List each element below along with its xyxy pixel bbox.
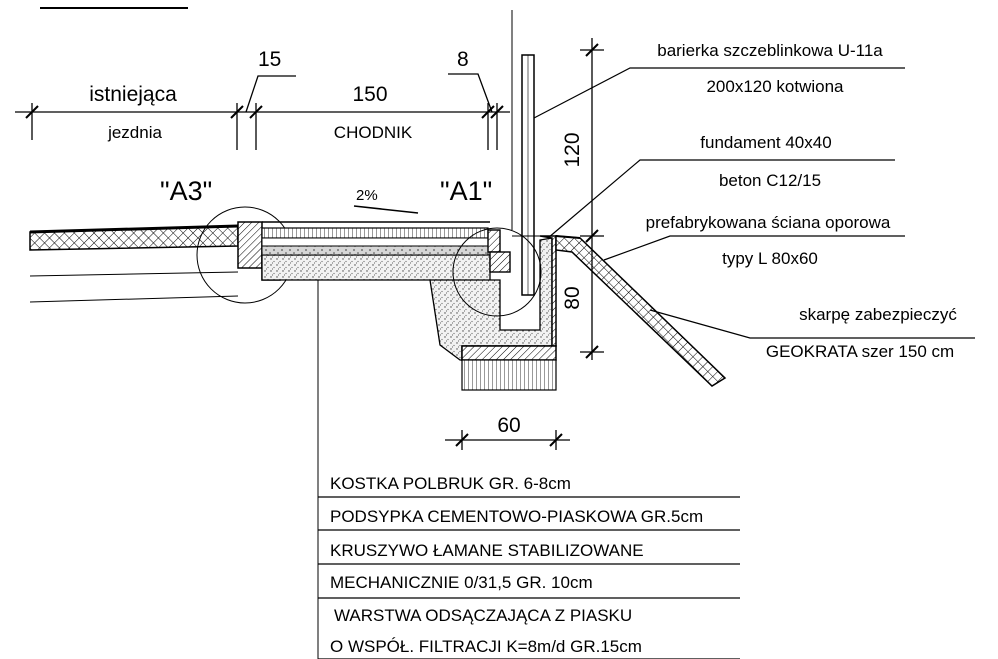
- right-leaders: [533, 67, 975, 339]
- foundation-label-2: beton C12/15: [719, 171, 821, 190]
- wall-label-1: prefabrykowana ściana oporowa: [646, 213, 891, 232]
- retaining-wall: [461, 235, 557, 391]
- layer-2: PODSYPKA CEMENTOWO-PIASKOWA GR.5cm: [330, 507, 703, 526]
- wall-label-2: typy L 80x60: [722, 249, 818, 268]
- layer-4: MECHANICZNIE 0/31,5 GR. 10cm: [330, 573, 593, 592]
- geogrid-slope: [555, 235, 727, 387]
- slope-arrow: [353, 205, 419, 214]
- barrier-label-1: barierka szczeblinkowa U-11a: [657, 41, 883, 60]
- vertical-dimension: [580, 38, 604, 360]
- layer-3: KRUSZYWO ŁAMANE STABILIZOWANE: [330, 541, 644, 560]
- dim-8: 8: [457, 48, 469, 71]
- dim-60: 60: [497, 414, 520, 437]
- dim-150: 150: [352, 83, 387, 106]
- detail-circle-a1: [452, 227, 542, 317]
- label-existing-top: istniejąca: [89, 83, 177, 106]
- label-sidewalk: CHODNIK: [334, 123, 413, 142]
- slope-label: 2%: [356, 187, 378, 204]
- sidewalk-structure: [261, 221, 553, 361]
- existing-road: [29, 224, 239, 303]
- layer-6: O WSPÓŁ. FILTRACJI K=8m/d GR.15cm: [330, 637, 642, 656]
- detail-label-a3: "A3": [160, 176, 212, 206]
- dim-120: 120: [561, 132, 584, 167]
- top-dimension-chain: [15, 73, 510, 150]
- bottom-dimension: [445, 430, 570, 450]
- label-existing-bottom: jezdnia: [107, 123, 162, 142]
- layer-5: WARSTWA ODSĄCZAJĄCA Z PIASKU: [334, 606, 632, 625]
- slope-label-1: skarpę zabezpieczyć: [799, 305, 957, 324]
- slope-label-2: GEOKRATA szer 150 cm: [766, 342, 954, 361]
- dim-80: 80: [561, 286, 584, 309]
- detail-label-a1: "A1": [440, 176, 492, 206]
- barrier-post: [512, 54, 560, 296]
- barrier-label-2: 200x120 kotwiona: [706, 77, 844, 96]
- dim-15: 15: [258, 48, 281, 71]
- foundation-label-1: fundament 40x40: [700, 133, 831, 152]
- layer-legend: KOSTKA POLBRUK GR. 6-8cm PODSYPKA CEMENT…: [318, 474, 740, 659]
- layer-1: KOSTKA POLBRUK GR. 6-8cm: [330, 474, 571, 493]
